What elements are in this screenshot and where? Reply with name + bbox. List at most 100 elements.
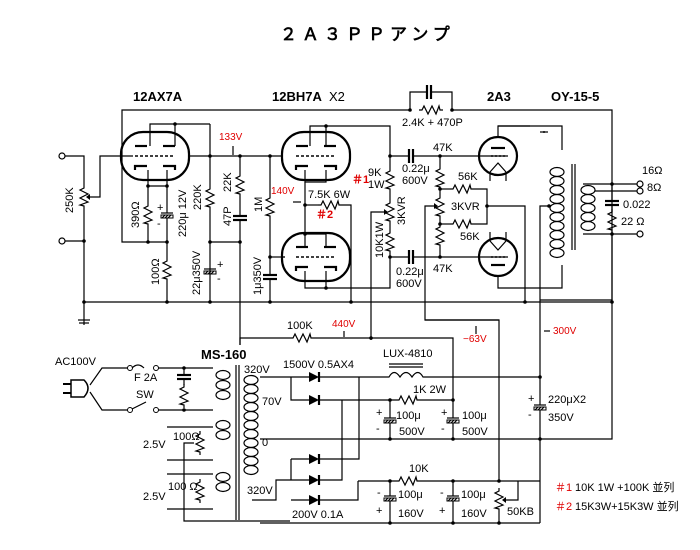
voltage-440v: 440V xyxy=(332,319,356,330)
svg-text:+: + xyxy=(217,259,223,271)
nfb-label: 2.4K + 470P xyxy=(402,117,463,129)
switch-label: SW xyxy=(136,389,154,401)
rl-1w-label: 1W xyxy=(368,179,385,191)
output-transformer: 16Ω 8Ω 0.022 22 Ω xyxy=(539,131,662,345)
r-100k-label: 100K xyxy=(287,320,313,332)
svg-text:-: - xyxy=(376,423,380,435)
rg1-label: 47K xyxy=(433,142,453,154)
rk-7-5k-label: 7.5K 6W xyxy=(308,189,351,201)
tube-12bh7a-upper: 140V 7.5K 6W ＃2 xyxy=(265,124,391,302)
svg-text:-: - xyxy=(440,487,444,499)
rp-220k-label: 220K xyxy=(192,184,204,210)
r56b-label: 56K xyxy=(460,231,480,243)
r-22k-label: 22K xyxy=(222,172,234,192)
tube-2a3-lower xyxy=(477,232,563,289)
ac-input: AC100V F 2A SW xyxy=(55,356,213,413)
svg-text:+: + xyxy=(376,505,382,517)
bias-network: 1M 1μ350V xyxy=(252,154,285,302)
tube-v1-label: 12AX7A xyxy=(133,89,183,104)
input-section: 250K xyxy=(58,152,133,325)
tap-0: 0 xyxy=(262,437,268,449)
svg-text:-: - xyxy=(157,218,161,230)
plate-load: 220K 22μ350V + - 22K 47P 133V xyxy=(189,124,265,345)
tube-v2-label: 12BH7A xyxy=(272,89,322,104)
tap-320a: 320V xyxy=(244,364,270,376)
c3-voltage: 350V xyxy=(548,412,574,424)
vr2-label: 3KVR xyxy=(451,201,480,213)
power-supply: 1500V 0.5AX4 200V 0.1A LUX-4810 1K 2W 10… xyxy=(252,299,613,525)
cc1-value: 0.22μ xyxy=(402,163,430,175)
c4-value: 100μ xyxy=(398,489,423,501)
svg-text:-: - xyxy=(217,273,221,285)
cc2-voltage: 600V xyxy=(396,278,422,290)
diode-lv-label: 200V 0.1A xyxy=(292,509,344,521)
r-100-label: 100Ω xyxy=(150,258,162,285)
svg-text:-: - xyxy=(377,487,381,499)
voltage-133v: 133V xyxy=(219,132,243,143)
cdec-22u-label: 22μ350V xyxy=(191,250,203,295)
marker-2: ＃2 xyxy=(316,208,333,221)
tap-16-label: 16Ω xyxy=(642,165,662,177)
c5-value: 100μ xyxy=(461,489,486,501)
r-1m-label: 1M xyxy=(253,197,265,212)
r56a-label: 56K xyxy=(458,171,478,183)
fil2-label: 2.5V xyxy=(143,491,166,503)
fuse-label: F 2A xyxy=(134,372,158,384)
output-transformer-label: OY-15-5 xyxy=(551,89,599,104)
c1-voltage: 500V xyxy=(399,426,425,438)
svg-text:-: - xyxy=(441,423,445,435)
b-plus-lines: 100K 440V −63V 300V xyxy=(239,319,577,480)
marker-1: ＃1 xyxy=(352,173,369,186)
tap-8-label: 8Ω xyxy=(647,182,661,194)
c-1u-label: 1μ350V xyxy=(252,256,264,295)
r-10k-label: 10K xyxy=(409,463,429,475)
svg-text:+: + xyxy=(157,202,163,214)
tube-12bh7a-lower xyxy=(280,231,391,290)
tube-output-label: 2A3 xyxy=(487,89,511,104)
rk-390-label: 390Ω xyxy=(130,201,142,228)
cc1-voltage: 600V xyxy=(402,175,428,187)
tube-2a3-upper xyxy=(477,125,563,181)
voltage-neg63v: −63V xyxy=(463,334,487,345)
notes: ＃1 10K 1W +100K 並列 ＃2 15K3W+15K3W 並列 xyxy=(555,480,679,513)
tap-320b: 320V xyxy=(247,485,273,497)
svg-text:-: - xyxy=(528,409,532,421)
volume-label: 250K xyxy=(64,187,76,213)
pt-label: MS-160 xyxy=(201,347,247,362)
c1-value: 100μ xyxy=(396,410,421,422)
c2-voltage: 500V xyxy=(462,426,488,438)
ground-bus xyxy=(82,300,614,304)
ac-label: AC100V xyxy=(55,356,97,368)
rl-10k-label: 10K1W xyxy=(374,221,386,258)
r-22-label: 22 Ω xyxy=(621,216,645,228)
cc2-value: 0.22μ xyxy=(396,266,424,278)
note-1-marker: ＃1 xyxy=(555,481,572,494)
r-1k-label: 1K 2W xyxy=(413,384,447,396)
vr50k-label: 50KB xyxy=(507,506,534,518)
svg-text:+: + xyxy=(439,505,445,517)
ck-220u-label: 220μ 12V xyxy=(177,189,189,237)
page-title: ２Ａ３ＰＰアンプ xyxy=(280,24,455,45)
c-47p-label: 47P xyxy=(222,206,234,226)
diode-hv-label: 1500V 0.5AX4 xyxy=(283,359,354,371)
hum2-label: 100 Ω xyxy=(168,481,198,493)
svg-text:+: + xyxy=(441,407,447,419)
hum1-label: 100Ω xyxy=(173,431,200,443)
note-2-text: 15K3W+15K3W 並列 xyxy=(575,499,679,513)
svg-text:+: + xyxy=(528,393,534,405)
tube-v2-count: X2 xyxy=(329,89,345,104)
c3-value: 220μX2 xyxy=(548,394,586,406)
fil1-label: 2.5V xyxy=(143,439,166,451)
svg-text:+: + xyxy=(376,407,382,419)
c5-voltage: 160V xyxy=(461,508,487,520)
c-0022-label: 0.022 xyxy=(623,199,651,211)
voltage-140v: 140V xyxy=(271,186,295,197)
choke-label: LUX-4810 xyxy=(383,348,433,360)
note-2-marker: ＃2 xyxy=(555,500,572,513)
output-grid-network: 47K 47K 56K 56K 3KVR xyxy=(424,142,526,340)
voltage-300v: 300V xyxy=(553,326,577,337)
c2-value: 100μ xyxy=(462,410,487,422)
driver-loads: ＃1 9K 1W 3KVR 10K1W 0.22μ 600V 0.22μ 600… xyxy=(352,147,508,340)
note-1-text: 10K 1W +100K 並列 xyxy=(575,480,674,494)
